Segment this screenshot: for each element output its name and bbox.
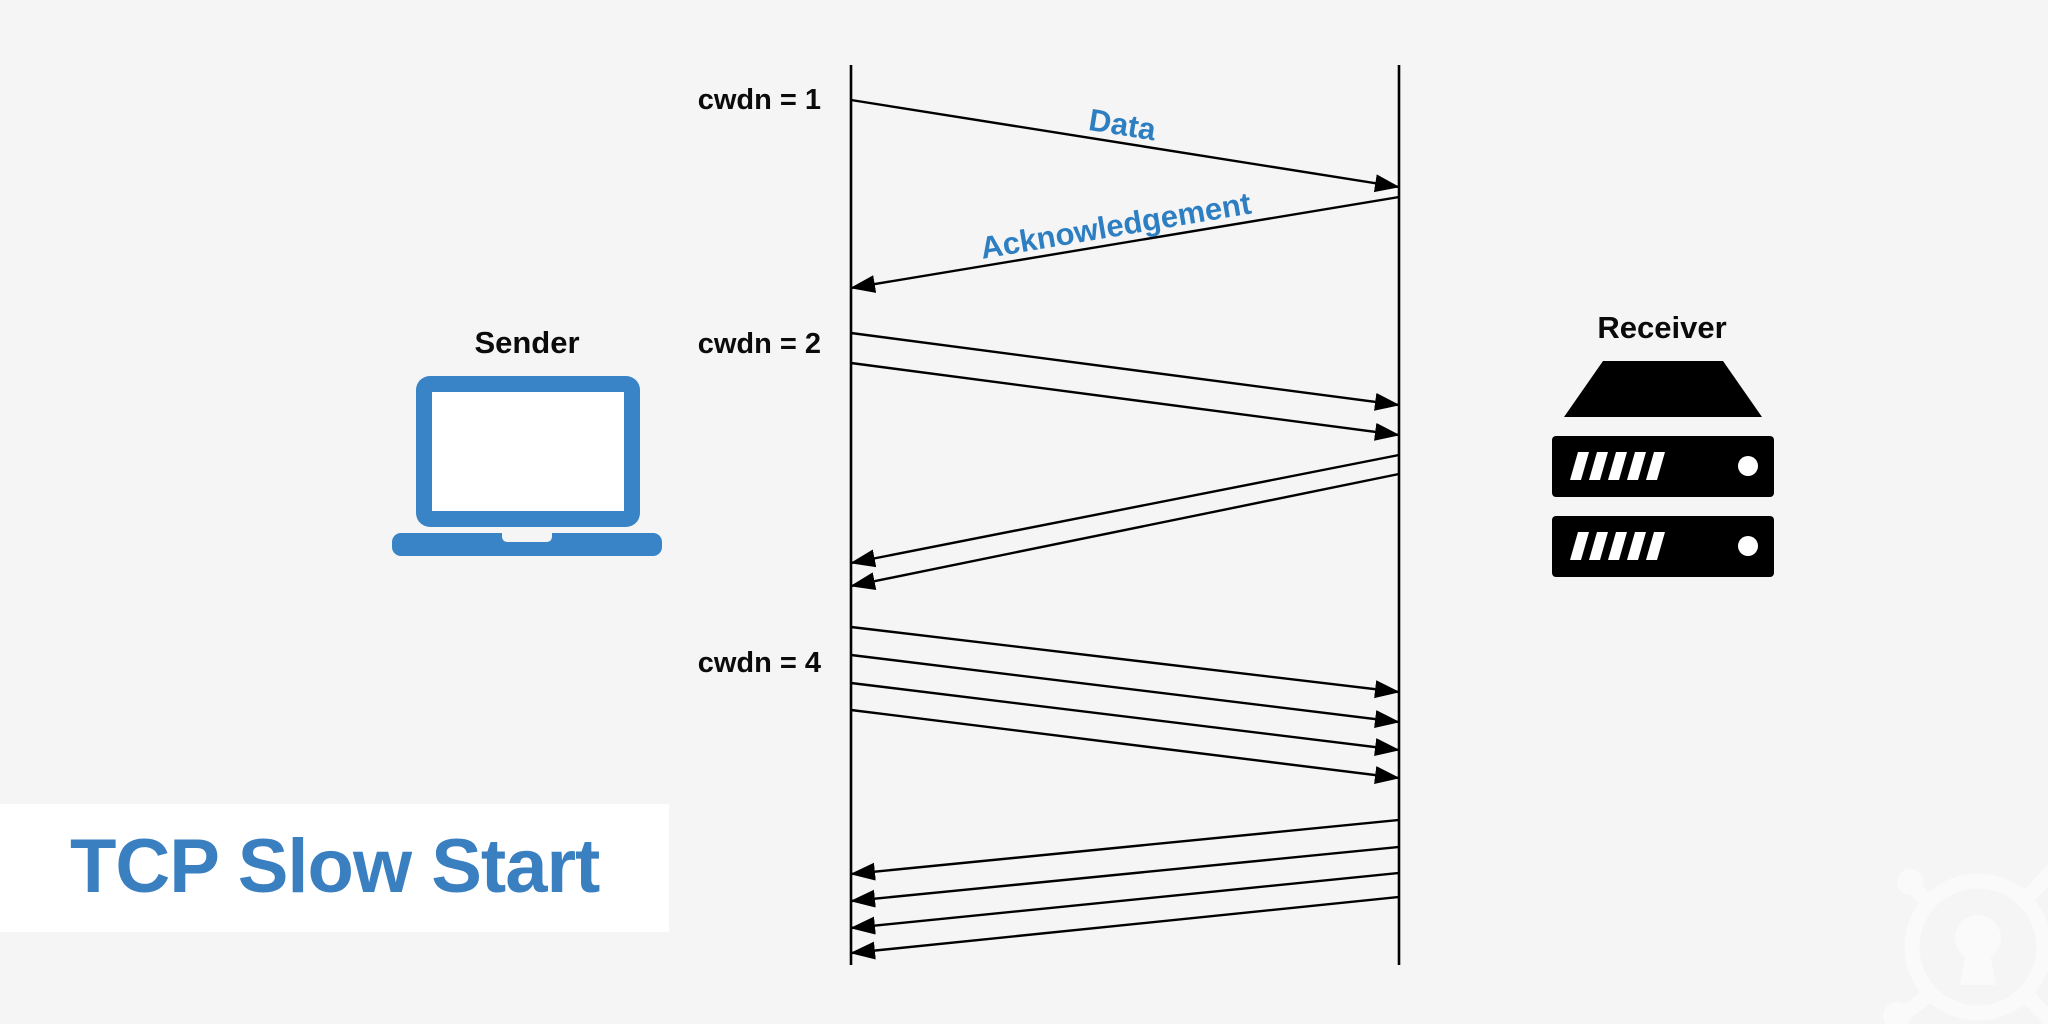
data-arrow xyxy=(850,361,1400,441)
ack-arrow xyxy=(850,818,1400,881)
data-arrow xyxy=(850,653,1400,729)
ack-arrow xyxy=(850,871,1400,935)
sender-label: Sender xyxy=(474,325,580,360)
page-title: TCP Slow Start xyxy=(70,824,600,909)
data-arrow xyxy=(850,708,1400,784)
ack-arrow xyxy=(850,195,1400,293)
cwnd-label: cwdn = 1 xyxy=(697,83,821,116)
receiver-label: Receiver xyxy=(1597,310,1727,345)
ack-arrow xyxy=(850,845,1400,908)
ack-arrow xyxy=(850,895,1400,960)
cwnd-label: cwdn = 2 xyxy=(697,327,821,360)
data-arrow xyxy=(850,331,1400,411)
cwnd-label: cwdn = 4 xyxy=(697,646,821,679)
data-arrow xyxy=(850,625,1400,699)
watermark-keyhole-logo xyxy=(1883,864,2048,1024)
title-banner: TCP Slow Start xyxy=(0,804,669,932)
server-icon xyxy=(1552,361,1774,577)
ack-arrow xyxy=(850,472,1400,591)
ack-arrow xyxy=(850,453,1400,568)
ack-arrow-label: Acknowledgement xyxy=(978,186,1254,266)
data-arrow xyxy=(850,681,1400,757)
data-arrow xyxy=(850,98,1400,193)
laptop-icon xyxy=(392,376,662,556)
data-arrow-label: Data xyxy=(1086,102,1159,147)
